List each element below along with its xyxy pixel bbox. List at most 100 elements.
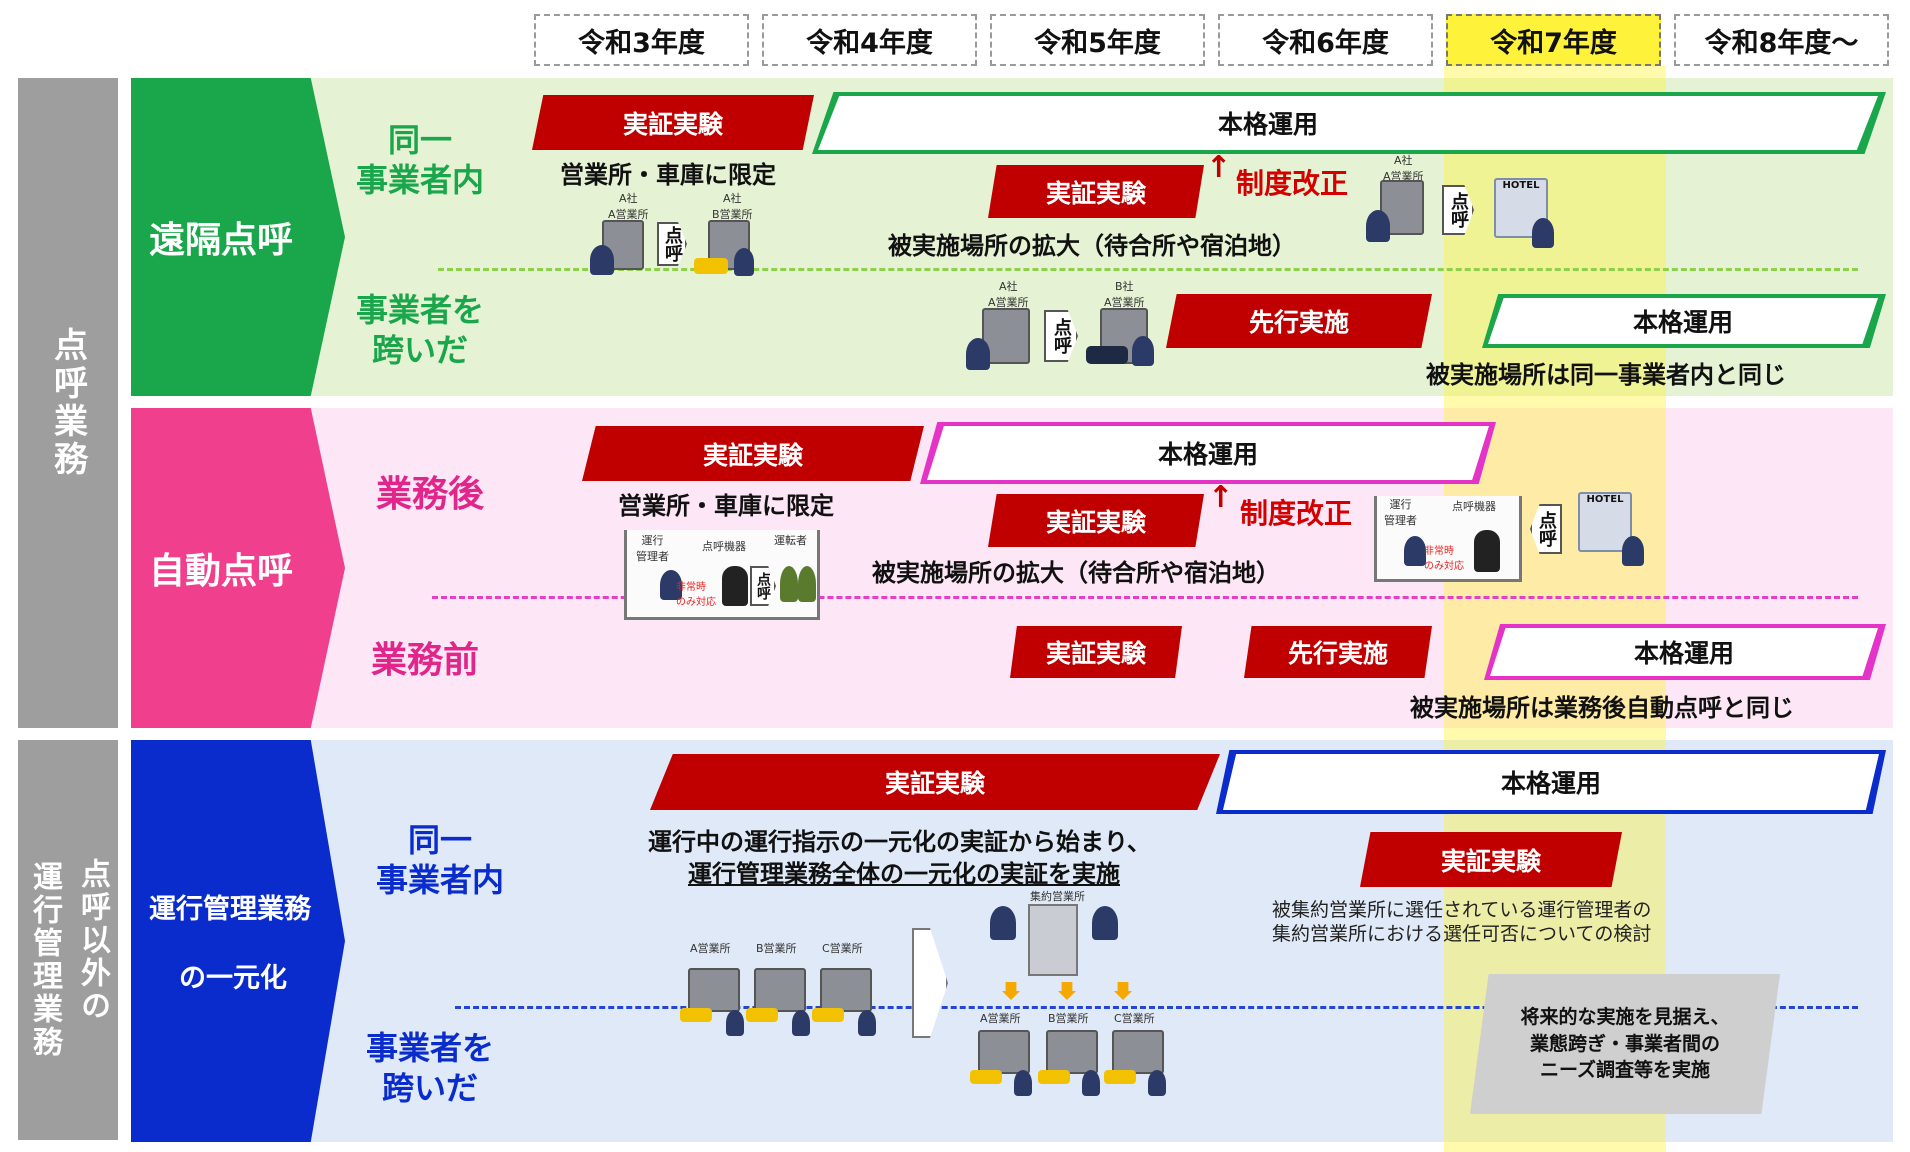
hotel-icon-label: HOTEL: [1502, 180, 1540, 191]
year-header-r6: 令和6年度: [1218, 14, 1433, 66]
remote-seido-label: 制度改正: [1236, 167, 1349, 200]
driver-person-icon: [798, 566, 816, 602]
driver-person-icon: [1622, 536, 1644, 566]
tenko-arrow-icon: 点呼: [1044, 310, 1078, 362]
office-building-icon: [982, 308, 1030, 364]
remote-same-honkaku-bar: 本格運用: [818, 96, 1878, 150]
remote-cross-honkaku-text: 本格運用: [1632, 308, 1733, 337]
auto-category-chevron: 自動点呼: [131, 408, 345, 728]
remote-icon-label-a-a: A社 A営業所: [608, 192, 649, 221]
auto-seido-arrow-icon: ↑: [1208, 480, 1234, 515]
robot-device-icon: [722, 566, 748, 606]
driver-person-icon: [1132, 336, 1154, 366]
auto-after-jissho-bar: 実証実験: [582, 426, 924, 481]
auto-before-jissho-text: 実証実験: [1045, 639, 1146, 668]
auto-before-jissho-bar: 実証実験: [1010, 626, 1182, 678]
remote-category-label: 遠隔点呼: [149, 220, 294, 261]
office-building-icon: [820, 968, 872, 1012]
down-arrow-icon: [1058, 982, 1076, 1000]
ops-icon-b-label: B営業所: [756, 942, 797, 955]
auto-after-expand: 被実施場所の拡大（待合所や宿泊地）: [872, 559, 1280, 587]
tenko-arrow-text: 点呼: [755, 572, 771, 600]
auto-after-honkaku-text: 本格運用: [1157, 440, 1258, 469]
hotel-icon: HOTEL: [1578, 492, 1632, 552]
robot-device-icon: [1474, 530, 1500, 572]
ops-future-box: 将来的な実施を見据え、 業態跨ぎ・事業者間の ニーズ調査等を実施: [1470, 974, 1780, 1114]
ops-future-line1: 将来的な実施を見据え、: [1520, 1006, 1730, 1029]
taxi-icon: [1086, 346, 1128, 364]
auto-after-jissho2-bar: 実証実験: [988, 494, 1204, 547]
manager-person-icon: [1366, 210, 1390, 242]
auto-after-jissho-text: 実証実験: [702, 440, 803, 470]
hotel-icon-label: HOTEL: [1586, 494, 1624, 505]
auto-before-honkaku-text: 本格運用: [1633, 639, 1734, 668]
driver-person-icon: [1082, 1070, 1100, 1096]
taxi-icon: [1104, 1070, 1136, 1084]
auto-divider: [432, 596, 1858, 599]
auto-after-label: 業務後: [375, 474, 484, 515]
ops-desc-line2: 運行管理業務全体の一元化の実証を実施: [688, 860, 1120, 888]
remote-cross-note: 被実施場所は同一事業者内と同じ: [1426, 361, 1786, 389]
remote-cross-senko-text: 先行実施: [1248, 308, 1349, 337]
ops-same-label: 同一 事業者内: [375, 821, 504, 899]
ops-jissho2-bar: 実証実験: [1360, 832, 1622, 887]
auto-icon-driver-label: 運転者: [774, 534, 807, 547]
auto-icon-emergency-label: 非常時 のみ対応: [676, 582, 716, 608]
ops-icon-a-label-branch: A営業所: [980, 1012, 1021, 1025]
office-building-icon: [978, 1030, 1030, 1074]
ops-category-line2: の一元化: [179, 963, 287, 994]
auto-after-limit: 営業所・車庫に限定: [618, 492, 834, 520]
ops-jissho-bar: 実証実験: [650, 754, 1220, 810]
remote-cross-honkaku-bar: 本格運用: [1488, 298, 1878, 344]
auto-icon-device-label: 点呼機器: [702, 540, 746, 553]
taxi-icon: [680, 1008, 712, 1022]
ops-honkaku-text: 本格運用: [1500, 769, 1601, 798]
office-building-icon: [688, 968, 740, 1012]
remote-icon-label-a-a-r7: A社 A営業所: [1383, 154, 1424, 183]
ops-icon-a-label: A営業所: [690, 942, 731, 955]
remote-same-expand: 被実施場所の拡大（待合所や宿泊地）: [888, 232, 1296, 260]
taxi-icon: [812, 1008, 844, 1022]
side-label-other-a: 点呼以外の: [75, 857, 110, 1023]
manager-person-icon: [966, 338, 990, 370]
auto-icon-manager-label-r7: 運行 管理者: [1384, 498, 1417, 527]
remote-icon-label-a-a-cross: A社 A営業所: [988, 280, 1029, 309]
remote-icon-label-a-b: A社 B営業所: [712, 192, 753, 221]
ops-desc-line1: 運行中の運行指示の一元化の実証から始まり、: [648, 828, 1152, 856]
remote-same-jissho-text: 実証実験: [622, 109, 723, 139]
auto-icon-emergency-label-r7: 非常時 のみ対応: [1424, 546, 1464, 572]
auto-after-honkaku-bar: 本格運用: [927, 426, 1489, 480]
tenko-arrow-text: 点呼: [1536, 511, 1557, 547]
central-office-building-icon: [1028, 904, 1078, 976]
down-arrow-icon: [1114, 982, 1132, 1000]
auto-before-senko-bar: 先行実施: [1244, 626, 1432, 678]
office-building-icon: [1046, 1030, 1098, 1074]
taxi-icon: [746, 1008, 778, 1022]
driver-person-icon: [726, 1010, 744, 1036]
down-arrow-icon: [1002, 982, 1020, 1000]
auto-category-label: 自動点呼: [149, 551, 294, 592]
driver-person-icon: [1532, 218, 1554, 248]
side-label-other-b: 運行管理業務: [27, 861, 62, 1059]
driver-person-icon: [1014, 1070, 1032, 1096]
ops-jissho2-text: 実証実験: [1440, 846, 1541, 876]
ops-honkaku-bar: 本格運用: [1223, 754, 1879, 810]
ops-category-line1: 運行管理業務: [149, 894, 311, 925]
remote-same-honkaku-text: 本格運用: [1217, 110, 1318, 139]
remote-seido-arrow-icon: ↑: [1206, 150, 1232, 185]
manager-person-icon: [1092, 906, 1118, 940]
year-header-r5: 令和5年度: [990, 14, 1205, 66]
ops-future-line3: ニーズ調査等を実施: [1539, 1059, 1711, 1082]
auto-icon-device-label-r7: 点呼機器: [1452, 500, 1496, 513]
ops-jissho-text: 実証実験: [884, 769, 985, 798]
ops-category-chevron: 運行管理業務 の一元化: [131, 740, 345, 1142]
remote-icon-label-b-a: B社 A営業所: [1104, 280, 1145, 309]
ops-note-line2: 集約営業所における選任可否についての検討: [1272, 923, 1652, 945]
office-building-icon: [754, 968, 806, 1012]
driver-person-icon: [780, 566, 798, 602]
auto-icon-manager-label: 運行 管理者: [636, 534, 669, 563]
driver-person-icon: [1148, 1070, 1166, 1096]
r7-highlight-column: [1444, 66, 1666, 1152]
side-label-other: 点呼以外の 運行管理業務: [18, 740, 118, 1140]
auto-before-honkaku-bar: 本格運用: [1490, 628, 1878, 676]
